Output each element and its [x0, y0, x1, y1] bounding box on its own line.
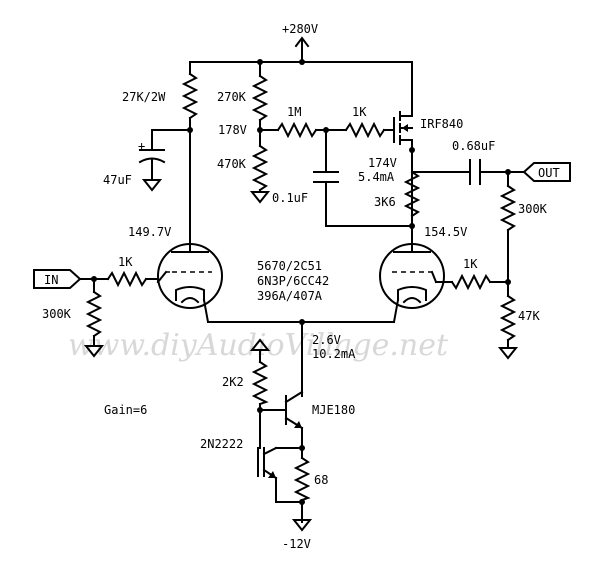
tube-type-2: 6N3P/6CC42: [257, 274, 329, 288]
ccs-negative-base: [249, 338, 271, 363]
resistor-300k-right: 300K: [499, 171, 548, 297]
triode-left: 149.7V: [128, 225, 223, 324]
capacitor-0-1uf-label: 0.1uF: [272, 191, 308, 205]
capacitor-0-68uf: 0.68uF: [411, 139, 525, 185]
capacitor-0-68uf-label: 0.68uF: [452, 139, 495, 153]
voltage-174v: 174V: [368, 156, 397, 170]
resistor-1k-gate: 1K: [344, 105, 395, 139]
voltage-2-6v: 2.6V: [312, 333, 341, 347]
current-5-4ma: 5.4mA: [358, 170, 395, 184]
output-port: OUT: [522, 162, 571, 182]
positive-supply-rail: +280V: [189, 22, 413, 65]
resistor-300k-left-label: 300K: [42, 307, 72, 321]
voltage-154-5v: 154.5V: [424, 225, 467, 239]
negative-supply: -12V: [282, 509, 313, 551]
mosfet-label: IRF840: [420, 117, 463, 131]
input-port: IN: [33, 269, 109, 289]
gain-label: Gain=6: [104, 403, 147, 417]
transistor-mje180-label: MJE180: [312, 403, 355, 417]
triode-right: [379, 243, 445, 324]
resistor-1k-gate-label: 1K: [352, 105, 367, 119]
supply-negative-label: -12V: [282, 537, 311, 551]
current-10-2ma: 10.2mA: [312, 347, 356, 361]
tube-type-3: 396A/407A: [257, 289, 323, 303]
resistor-270k-label: 270K: [217, 90, 247, 104]
resistor-2k2: 2K2: [222, 360, 269, 413]
resistor-1m: 1M: [259, 105, 347, 139]
resistor-300k-left: 300K: [42, 278, 105, 358]
capacitor-0-1uf: 0.1uF: [272, 129, 413, 227]
resistor-27k: 27K/2W: [122, 61, 199, 251]
resistor-1k-right-grid: 1K: [435, 257, 509, 291]
supply-positive-label: +280V: [282, 22, 318, 36]
transistor-mje180: MJE180: [259, 390, 355, 451]
resistor-3k6: 3K6: [374, 159, 421, 218]
resistor-1m-label: 1M: [287, 105, 301, 119]
tube-type-1: 5670/2C51: [257, 259, 322, 273]
capacitor-47uf: + 47uF: [103, 129, 191, 192]
capacitor-47uf-label: 47uF: [103, 173, 132, 187]
transistor-2n2222-label: 2N2222: [200, 437, 243, 451]
resistor-27k-label: 27K/2W: [122, 90, 166, 104]
resistor-1k-input: 1K: [106, 255, 159, 288]
resistor-270k: 270K: [217, 61, 269, 147]
resistor-68: 68: [275, 447, 328, 511]
resistor-2k2-label: 2K2: [222, 375, 244, 389]
resistor-470k: 470K: [217, 144, 271, 204]
resistor-47k: 47K: [497, 294, 540, 360]
svg-text:+: +: [138, 139, 145, 153]
resistor-1k-right-label: 1K: [463, 257, 478, 271]
resistor-470k-label: 470K: [217, 157, 247, 171]
resistor-3k6-label: 3K6: [374, 195, 396, 209]
transistor-2n2222: 2N2222: [200, 409, 303, 503]
output-label: OUT: [538, 166, 560, 180]
voltage-149-7v: 149.7V: [128, 225, 171, 239]
resistor-47k-label: 47K: [518, 309, 540, 323]
cathode-bus: 2.6V 10.2mA: [207, 319, 395, 397]
voltage-178v: 178V: [218, 123, 247, 137]
resistor-1k-input-label: 1K: [118, 255, 133, 269]
watermark: www.diyAudioVillage.net: [68, 328, 449, 363]
resistor-300k-right-label: 300K: [518, 202, 548, 216]
resistor-68-label: 68: [314, 473, 328, 487]
input-label: IN: [44, 273, 58, 287]
